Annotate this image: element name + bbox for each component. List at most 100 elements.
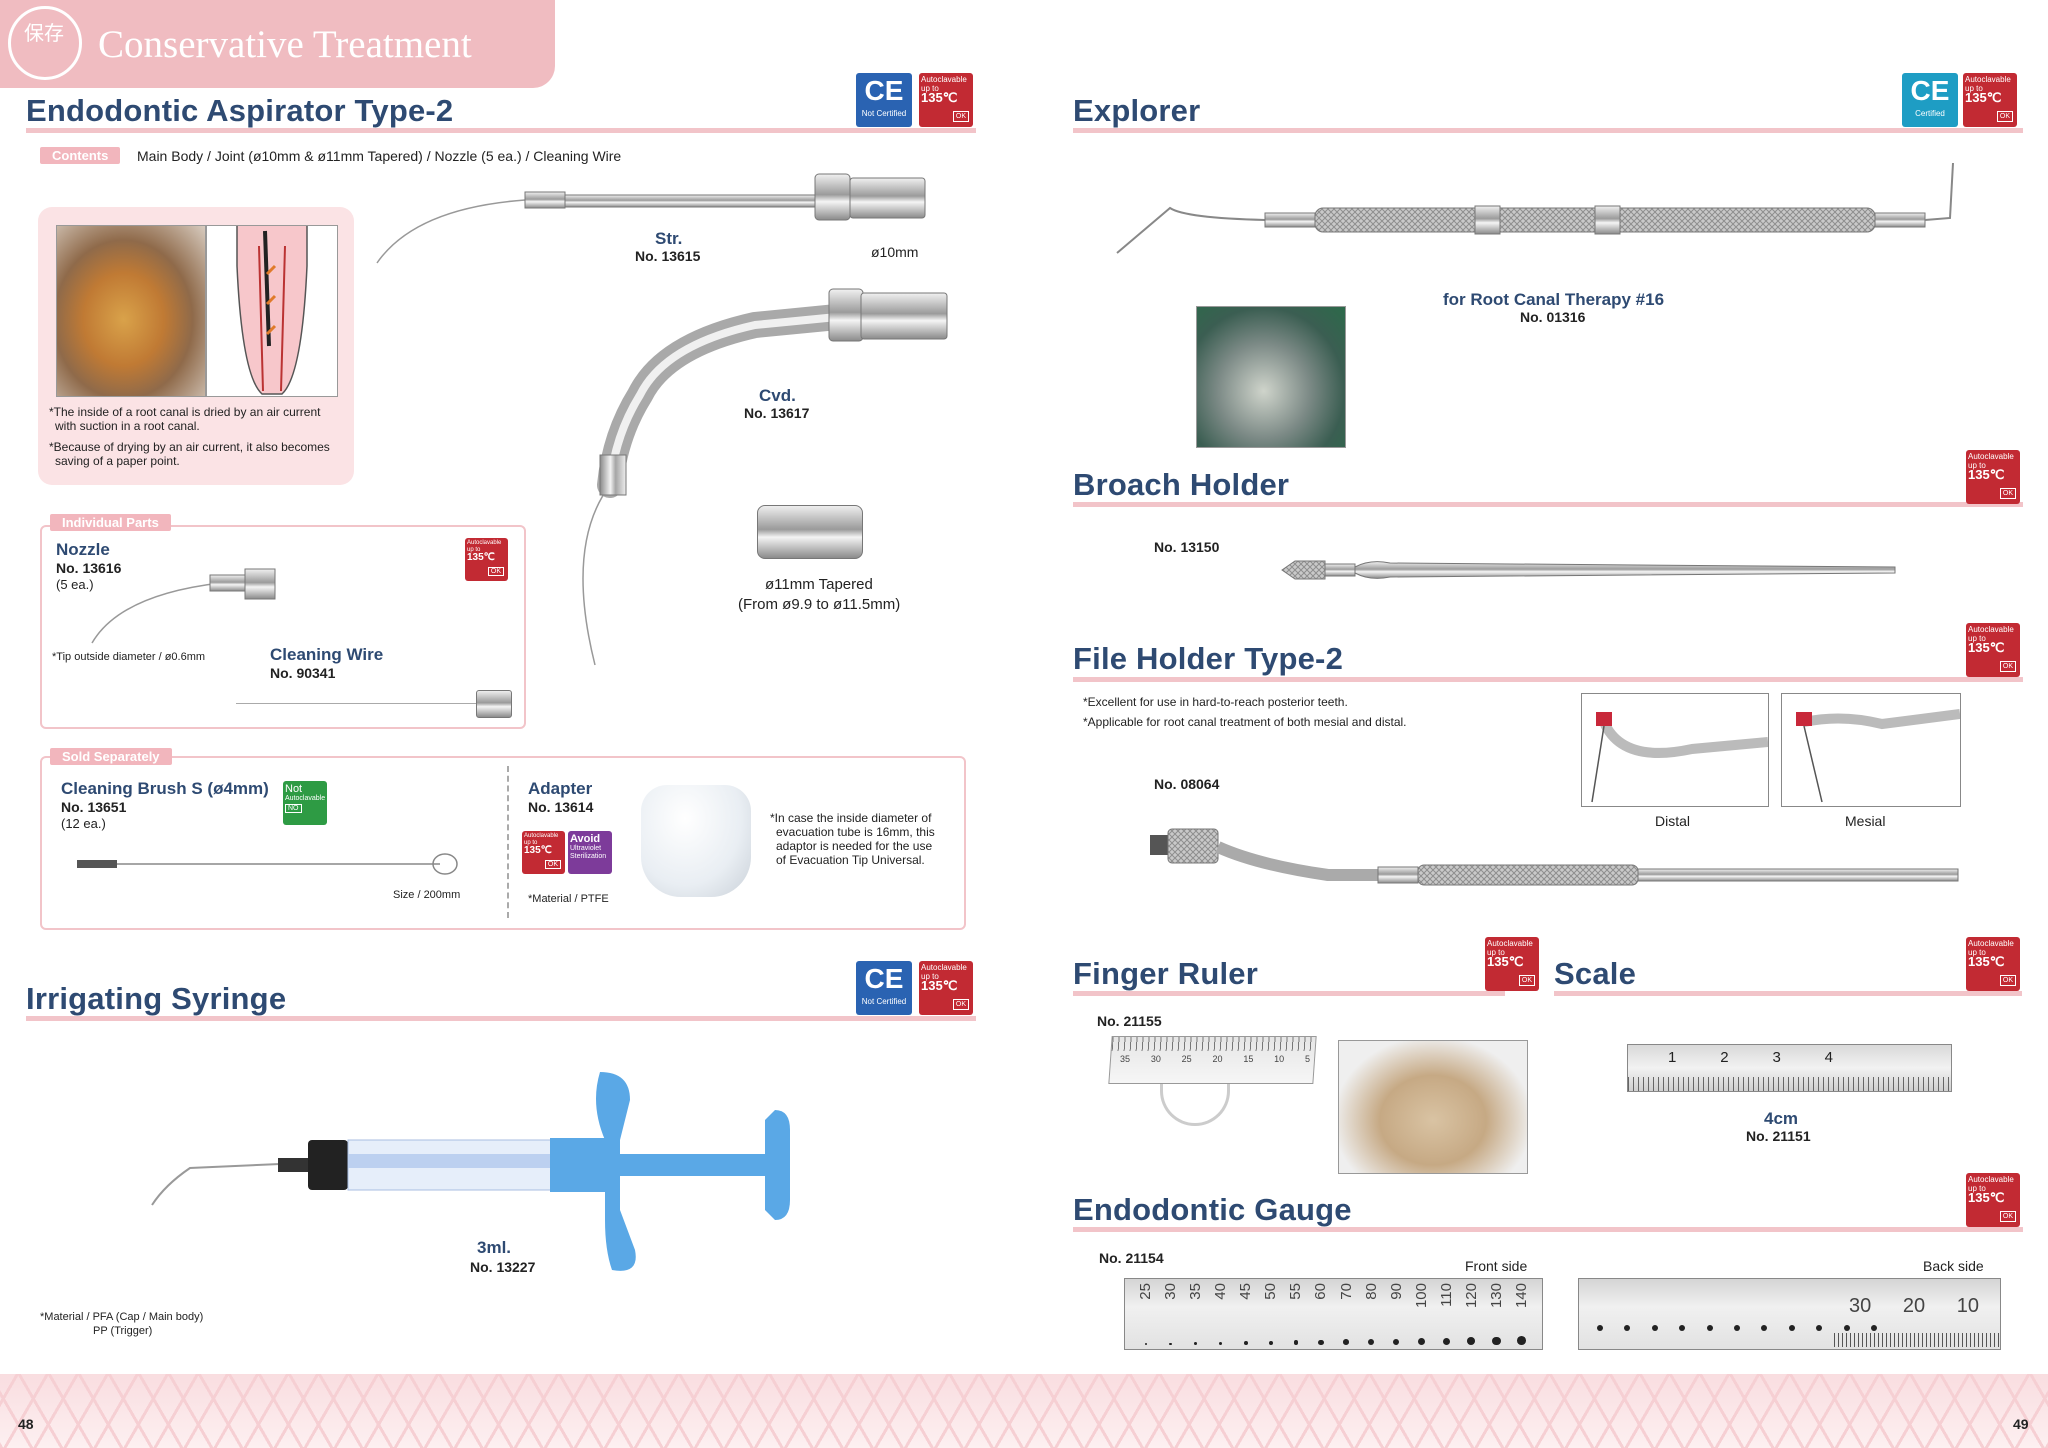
gauge-front-column: 30 <box>1162 1283 1179 1345</box>
autoclavable-ok: OK <box>952 999 969 1010</box>
adapter-note-3: adaptor is needed for the use <box>776 839 933 853</box>
finger-ruler-tick: 25 <box>1181 1054 1192 1064</box>
gauge-back-image: 30 20 10 <box>1578 1278 2001 1350</box>
finger-ruler-tick: 35 <box>1120 1054 1131 1064</box>
autoclavable-upto: up to <box>524 840 538 846</box>
finger-ruler-ticks: 35 30 25 20 15 10 5 <box>1120 1054 1310 1064</box>
aspirator-note-1: *The inside of a root canal is dried by … <box>49 405 321 419</box>
autoclavable-upto: up to <box>1965 84 1983 93</box>
gauge-front-column: 25 <box>1137 1283 1154 1345</box>
aspirator-curved-image <box>582 288 948 666</box>
autoclavable-ok: OK <box>1999 975 2016 986</box>
gauge-front-hole <box>1318 1339 1324 1345</box>
adapter-note-4: of Evacuation Tip Universal. <box>776 853 925 867</box>
finger-ruler-number: No. 21155 <box>1097 1013 1162 1029</box>
file-holder-note-1: *Excellent for use in hard-to-reach post… <box>1083 695 1348 709</box>
gauge-front-column: 130 <box>1488 1283 1505 1345</box>
autoclavable-badge-syringe: Autoclavable up to 135℃ OK <box>919 961 973 1015</box>
gauge-front-value: 120 <box>1462 1283 1480 1309</box>
autoclavable-temp: 135℃ <box>1968 467 2005 482</box>
contents-text: Main Body / Joint (ø10mm & ø11mm Tapered… <box>137 148 622 164</box>
footer-band <box>0 1374 2048 1448</box>
adapter-image <box>641 785 751 897</box>
gauge-front-column: 45 <box>1237 1283 1254 1345</box>
autoclavable-ok: OK <box>1996 111 2013 122</box>
gauge-number: No. 21154 <box>1099 1250 1164 1266</box>
scale-size: 4cm <box>1764 1109 1799 1128</box>
gauge-back-hole <box>1679 1325 1686 1331</box>
finger-ruler-tick: 30 <box>1150 1054 1161 1064</box>
gauge-back-hole <box>1816 1325 1823 1331</box>
ce-badge-explorer: CE Certified <box>1902 73 1958 127</box>
gauge-back-hole <box>1597 1325 1603 1331</box>
avoid-uv-badge: Avoid Ultraviolet Sterilization <box>568 831 612 874</box>
gauge-front-column: 80 <box>1363 1283 1380 1345</box>
adapter-material: *Material / PTFE <box>528 893 609 905</box>
gauge-front-column: 70 <box>1338 1283 1355 1345</box>
gauge-front-hole <box>1392 1338 1400 1345</box>
finger-ruler-image: 35 30 25 20 15 10 5 <box>1108 1036 1317 1126</box>
distal-figure <box>1581 693 1769 807</box>
adapter-number: No. 13614 <box>528 799 594 815</box>
avoid-label: Avoid <box>570 833 601 845</box>
explorer-title: Explorer <box>1073 93 1201 128</box>
autoclavable-ok: OK <box>1518 975 1535 986</box>
adapter-note-1: *In case the inside diameter of <box>770 811 932 825</box>
scale-ticks: 1 2 3 4 <box>1668 1049 1833 1066</box>
autoclavable-temp: 135℃ <box>921 978 958 993</box>
autoclavable-badge-scale: Autoclavable up to 135℃ OK <box>1966 937 2020 991</box>
autoclavable-temp: 135℃ <box>467 552 495 563</box>
str-number: No. 13615 <box>635 248 701 264</box>
autoclavable-label: Autoclavable <box>1968 1175 2014 1184</box>
gauge-back-hole <box>1761 1325 1768 1331</box>
finger-ruler-tick: 15 <box>1243 1054 1254 1064</box>
gauge-back-hole <box>1706 1325 1713 1331</box>
scale-title-rule <box>1554 991 2022 996</box>
gauge-front-hole <box>1517 1336 1526 1345</box>
gauge-back-ruler <box>1834 1333 1999 1347</box>
ce-not-certified-label: Not Certified <box>861 997 907 1006</box>
scale-tick: 3 <box>1772 1049 1781 1066</box>
gauge-front-value: 50 <box>1262 1283 1280 1300</box>
not-label: Not <box>285 783 303 795</box>
adapter-note-2: evacuation tube is 16mm, this <box>776 825 935 839</box>
file-holder-title-rule <box>1073 677 2023 682</box>
scale-tick: 4 <box>1824 1049 1833 1066</box>
distal-figure-svg <box>1591 712 1769 803</box>
gauge-front-column: 55 <box>1287 1283 1304 1345</box>
gauge-front-hole <box>1417 1338 1425 1345</box>
gauge-front-hole <box>1492 1336 1501 1345</box>
autoclavable-ok: OK <box>1999 1211 2016 1222</box>
explorer-number: No. 01316 <box>1520 309 1586 325</box>
aspirator-title: Endodontic Aspirator Type-2 <box>26 93 454 128</box>
finger-ruler-tick: 10 <box>1274 1054 1285 1064</box>
mesial-figure-svg <box>1796 709 1961 803</box>
str-label: Str. <box>655 229 683 248</box>
syringe-number: No. 13227 <box>470 1259 536 1275</box>
gauge-front-column: 140 <box>1513 1283 1530 1345</box>
nozzle-image <box>91 568 276 644</box>
gauge-front-hole <box>1467 1337 1476 1345</box>
autoclavable-upto: up to <box>1968 461 1986 470</box>
page-number-right: 49 <box>2013 1416 2029 1432</box>
syringe-title: Irrigating Syringe <box>26 981 287 1016</box>
tapered-label: ø11mm Tapered <box>765 576 873 593</box>
autoclavable-badge-file-holder: Autoclavable up to 135℃ OK <box>1966 623 2020 677</box>
file-holder-title: File Holder Type-2 <box>1073 641 1344 676</box>
mesial-figure <box>1781 693 1961 807</box>
cleaning-wire-image <box>236 703 480 704</box>
brush-size: Size / 200mm <box>393 889 461 901</box>
avoid-sub: Ultraviolet Sterilization <box>570 845 607 860</box>
gauge-front-hole <box>1442 1337 1450 1345</box>
gauge-front-value: 90 <box>1387 1283 1405 1300</box>
brush-number: No. 13651 <box>61 799 127 815</box>
section-emblem <box>8 6 82 80</box>
autoclavable-label: Autoclavable <box>1965 75 2011 84</box>
nozzle-title: Nozzle <box>56 540 110 559</box>
adapter-title: Adapter <box>528 779 593 798</box>
gauge-title: Endodontic Gauge <box>1073 1192 1352 1227</box>
not-autoclavable-badge: Not Autoclavable NO <box>283 781 327 825</box>
autoclavable-badge-gauge: Autoclavable up to 135℃ OK <box>1966 1173 2020 1227</box>
